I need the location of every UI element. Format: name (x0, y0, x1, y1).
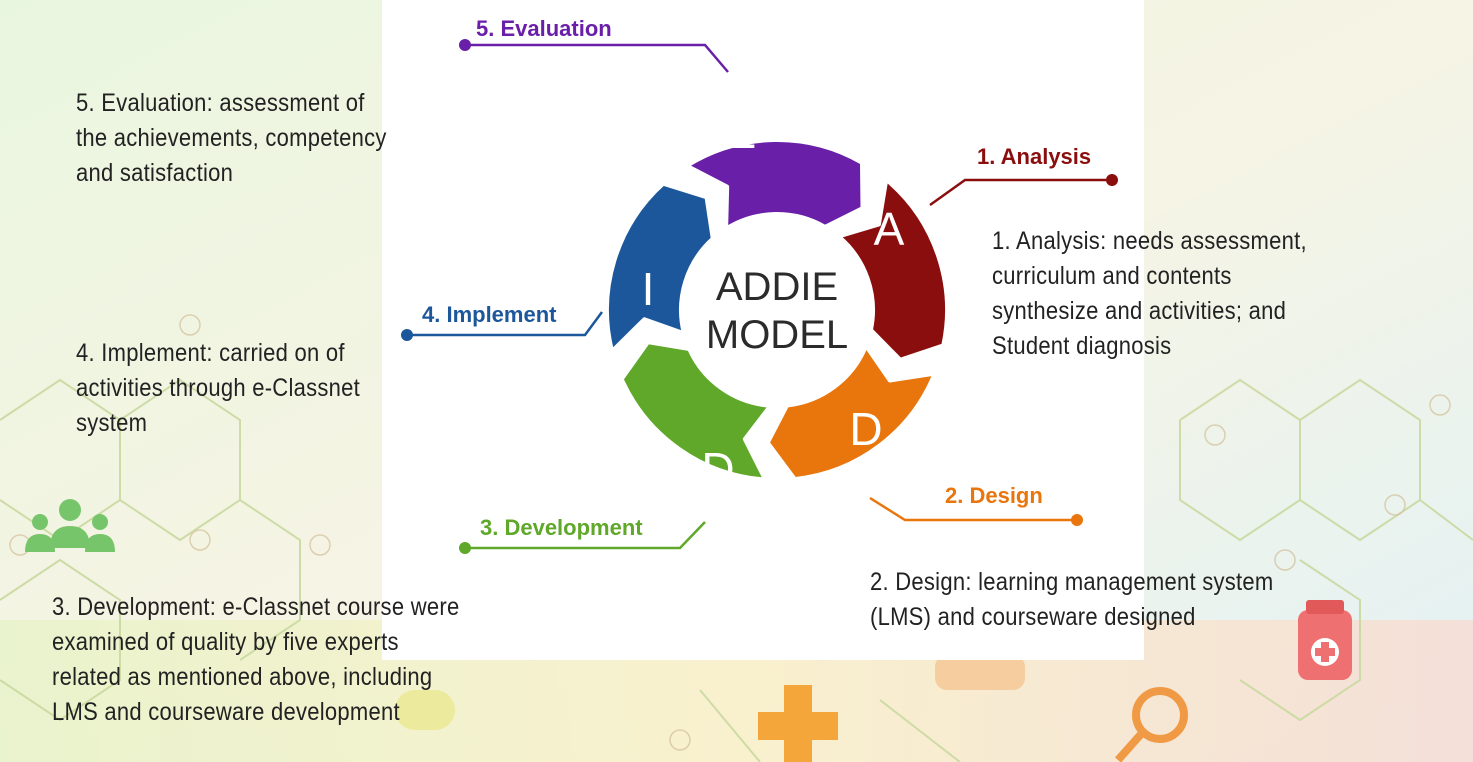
description-line: Student diagnosis (992, 332, 1172, 360)
description-line: 4. Implement: carried on of (76, 339, 345, 367)
description-line: the achievements, competency (76, 124, 387, 152)
description-line: system (76, 409, 148, 437)
connector-analysis (929, 178, 1112, 207)
medical-cross-icon (758, 685, 838, 762)
description-line: 2. Design: learning management system (870, 568, 1274, 596)
connector-implement (407, 311, 604, 337)
description-line: synthesize and activities; and (992, 297, 1287, 325)
letter-implement: I (642, 263, 655, 315)
description-analysis: 1. Analysis: needs assessment, curriculu… (992, 224, 1307, 364)
connector-dot-design (1071, 514, 1083, 526)
magnifier-icon (1115, 687, 1188, 762)
letter-evaluation: E (726, 106, 757, 158)
description-development: 3. Development: e-Classnet course were e… (52, 590, 459, 730)
description-line: (LMS) and courseware designed (870, 603, 1196, 631)
description-line: LMS and courseware development (52, 698, 400, 726)
medical-team-icon (25, 499, 115, 552)
connector-evaluation (465, 43, 729, 73)
description-line: related as mentioned above, including (52, 663, 433, 691)
connector-development (465, 521, 706, 550)
description-line: 1. Analysis: needs assessment, (992, 227, 1307, 255)
connector-dot-development (459, 542, 471, 554)
description-line: curriculum and contents (992, 262, 1232, 290)
description-line: activities through e-Classnet (76, 374, 361, 402)
connector-dot-analysis (1106, 174, 1118, 186)
description-evaluation: 5. Evaluation: assessment of the achieve… (76, 86, 387, 191)
description-line: examined of quality by five experts (52, 628, 399, 656)
letter-analysis: A (874, 203, 905, 255)
description-line: 3. Development: e-Classnet course were (52, 593, 460, 621)
center-title-line2: MODEL (706, 313, 848, 357)
center-title-line1: ADDIE (716, 265, 838, 309)
center-circle (681, 214, 873, 406)
medicine-bottle-icon (1298, 600, 1352, 680)
description-line: 5. Evaluation: assessment of (76, 89, 365, 117)
tag-implement: 4. Implement (422, 302, 557, 327)
tag-design: 2. Design (945, 483, 1043, 508)
tag-evaluation: 5. Evaluation (476, 16, 612, 41)
connector-dot-implement (401, 329, 413, 341)
connector-dot-evaluation (459, 39, 471, 51)
letter-development: D (701, 443, 734, 495)
letter-design: D (849, 403, 882, 455)
description-line: and satisfaction (76, 159, 234, 187)
connector-design (869, 496, 1077, 522)
tag-analysis: 1. Analysis (977, 144, 1091, 169)
description-design: 2. Design: learning management system (L… (870, 565, 1274, 635)
description-implement: 4. Implement: carried on of activities t… (76, 336, 360, 441)
tag-development: 3. Development (480, 515, 643, 540)
